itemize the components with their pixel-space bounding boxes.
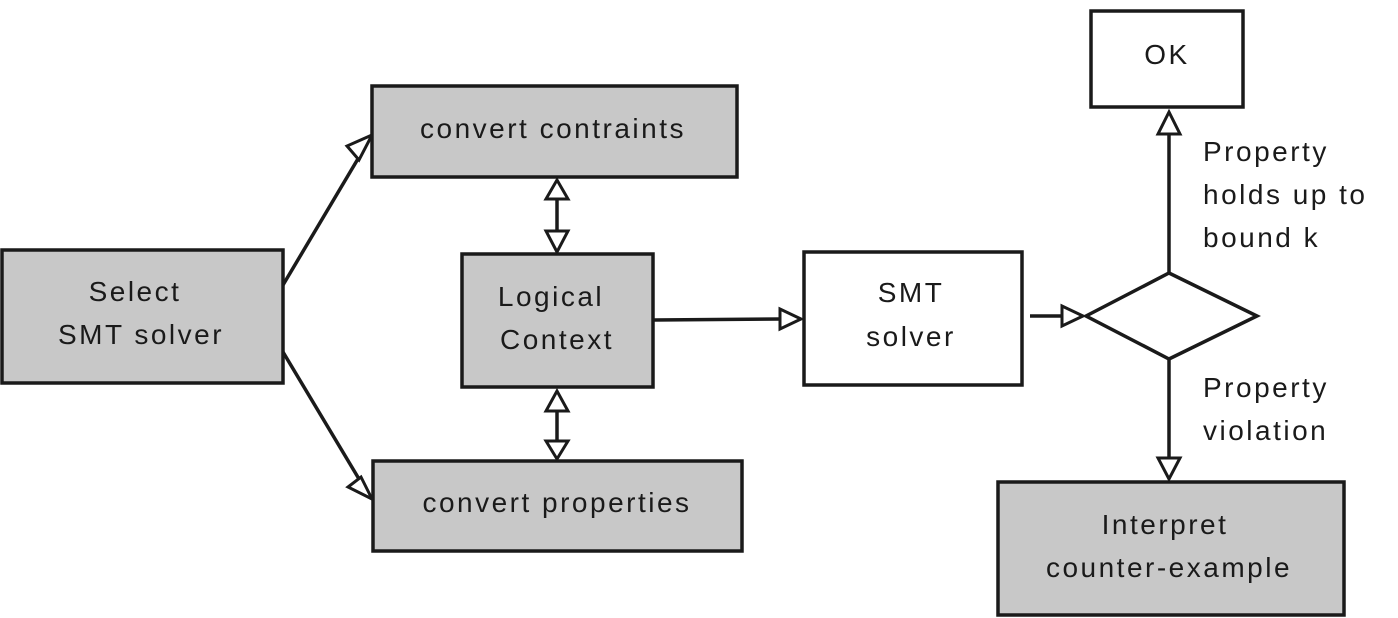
arrowhead-to-solver	[778, 306, 805, 332]
arrowhead-to-interpret	[1155, 456, 1183, 483]
select-solver-line-1: Select	[89, 276, 182, 307]
logical-context-line-2: Context	[500, 324, 614, 355]
holds-label-line-3: bound k	[1203, 222, 1320, 253]
smt-solver-box	[802, 250, 1024, 387]
arrowhead-to-decision	[1060, 303, 1087, 329]
arrowhead-properties-down	[543, 439, 571, 462]
arrowhead-to-constraints	[344, 131, 376, 163]
select-solver-box	[0, 248, 285, 385]
convert-constraints-box	[370, 84, 739, 179]
ok-box	[1089, 9, 1245, 109]
decision-diamond	[1082, 271, 1261, 361]
logical-context-line-1: Logical	[498, 281, 604, 312]
smt-solver-line-1: SMT	[878, 277, 945, 308]
violation-label-line-2: violation	[1203, 415, 1328, 446]
convert-constraints-label: convert contraints	[420, 113, 686, 144]
edge-select-to-properties	[281, 351, 364, 485]
arrowhead-context-down	[543, 387, 571, 413]
ok-label: OK	[1144, 39, 1189, 70]
arrowhead-to-ok	[1155, 108, 1183, 136]
smt-solver-line-2: solver	[866, 321, 956, 352]
select-solver-line-2: SMT solver	[58, 319, 224, 350]
edge-select-to-constraints	[281, 146, 367, 286]
interpret-line-2: counter-example	[1046, 552, 1292, 583]
holds-label-line-1: Property	[1203, 136, 1329, 167]
convert-properties-box	[371, 459, 744, 553]
convert-properties-label: convert properties	[422, 487, 691, 518]
edge-context-to-solver	[653, 317, 782, 322]
arrowhead-constraints-up	[543, 177, 571, 201]
violation-label-line-1: Property	[1203, 372, 1329, 403]
arrowhead-context-up	[543, 229, 571, 256]
logical-context-box	[460, 252, 655, 389]
holds-label-line-2: holds up to	[1203, 179, 1368, 210]
interpret-line-1: Interpret	[1102, 509, 1229, 540]
interpret-box	[996, 480, 1346, 617]
arrowhead-to-properties	[345, 474, 376, 503]
